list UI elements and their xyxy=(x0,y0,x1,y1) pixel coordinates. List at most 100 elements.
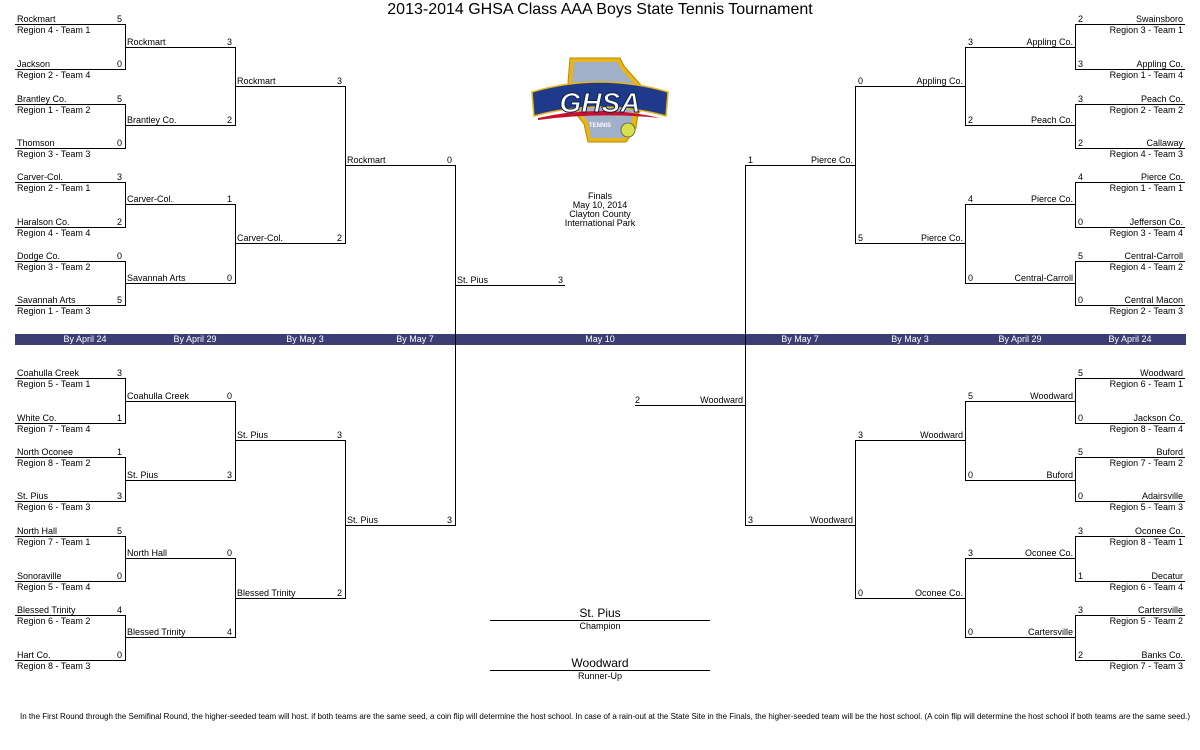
left_r3-score-4: 2 xyxy=(336,588,342,598)
right_r1-line-9 xyxy=(1075,378,1185,379)
right_r1-score-6: 0 xyxy=(1078,217,1084,227)
right_r1-team-7: Central-Carroll xyxy=(1124,251,1183,261)
right_r2-line-1 xyxy=(965,47,1075,48)
right_r2-line-4 xyxy=(965,283,1075,284)
left_r1-seed-11: Region 8 - Team 2 xyxy=(17,458,91,468)
right_r2-score-7: 3 xyxy=(968,548,974,558)
right_r2-score-2: 2 xyxy=(968,115,974,125)
left_r3-team-1: Rockmart xyxy=(237,76,276,86)
left_r1-score-15: 4 xyxy=(116,605,122,615)
right_r2-line-3 xyxy=(965,204,1075,205)
right_r3-team-1: Appling Co. xyxy=(916,76,963,86)
left_r1-team-10: White Co. xyxy=(17,413,57,423)
right_r1-team-5: Pierce Co. xyxy=(1140,172,1183,182)
left_r1-team-12: St. Pius xyxy=(17,491,49,501)
left-final-score: 3 xyxy=(557,275,563,285)
right_r3-team-3: Woodward xyxy=(920,430,963,440)
right_r1-seed-9: Region 6 - Team 1 xyxy=(1109,379,1183,389)
left_r1-line-16 xyxy=(15,660,125,661)
right_r3-score-3: 3 xyxy=(858,430,864,440)
left_r1-seed-9: Region 5 - Team 1 xyxy=(17,379,91,389)
left_r1-score-7: 0 xyxy=(116,251,122,261)
right_r3-team-4: Oconee Co. xyxy=(914,588,963,598)
right_r1-seed-10: Region 8 - Team 4 xyxy=(1109,424,1183,434)
right_r2-score-5: 5 xyxy=(968,391,974,401)
left_r1-seed-14: Region 5 - Team 4 xyxy=(17,582,91,592)
left_r1-score-10: 1 xyxy=(116,413,122,423)
left_r1-line-4 xyxy=(15,148,125,149)
right_r4-line-2 xyxy=(745,525,855,526)
round-date-final: May 10 xyxy=(585,334,615,344)
right_r1-line-7 xyxy=(1075,261,1185,262)
right_r1-line-2 xyxy=(1075,69,1185,70)
right_r2-team-4: Central-Carroll xyxy=(1014,273,1073,283)
left_r4-score-2: 3 xyxy=(446,515,452,525)
right_r1-seed-14: Region 6 - Team 4 xyxy=(1109,582,1183,592)
right_r2-team-1: Appling Co. xyxy=(1026,37,1073,47)
left_r1-line-10 xyxy=(15,423,125,424)
left_r1-score-8: 5 xyxy=(116,295,122,305)
right_r1-line-12 xyxy=(1075,501,1185,502)
right_r1-connector-3 xyxy=(1075,182,1076,228)
right_r1-line-4 xyxy=(1075,148,1185,149)
left_r2-score-8: 4 xyxy=(226,627,232,637)
footer-note: In the First Round through the Semifinal… xyxy=(20,712,1190,721)
right_r1-connector-6 xyxy=(1075,457,1076,502)
right_r1-team-10: Jackson Co. xyxy=(1133,413,1183,423)
right_r2-connector-4 xyxy=(965,558,966,638)
left_r1-line-5 xyxy=(15,182,125,183)
right_r1-score-9: 5 xyxy=(1078,368,1084,378)
right_r1-seed-15: Region 5 - Team 2 xyxy=(1109,616,1183,626)
left_r1-team-5: Carver-Col. xyxy=(17,172,64,182)
right-final-line xyxy=(635,405,745,406)
left_r3-team-2: Carver-Col. xyxy=(237,233,284,243)
right_r2-team-6: Buford xyxy=(1046,470,1073,480)
left_r2-team-2: Brantley Co. xyxy=(127,115,177,125)
champion-label: Champion xyxy=(579,621,621,631)
right_r1-score-5: 4 xyxy=(1078,172,1084,182)
round-date-right-4: By May 7 xyxy=(781,334,819,344)
right_r1-score-4: 2 xyxy=(1078,138,1084,148)
right_r1-score-12: 0 xyxy=(1078,491,1084,501)
right_r1-connector-7 xyxy=(1075,536,1076,582)
right_r1-line-6 xyxy=(1075,227,1185,228)
left_r2-line-6 xyxy=(125,480,235,481)
right_r2-team-3: Pierce Co. xyxy=(1030,194,1073,204)
right_r2-score-6: 0 xyxy=(968,470,974,480)
right_r1-line-10 xyxy=(1075,423,1185,424)
left-final-team: St. Pius xyxy=(457,275,489,285)
right_r4-line-1 xyxy=(745,165,855,166)
right_r1-team-15: Cartersville xyxy=(1137,605,1183,615)
left_r1-seed-15: Region 6 - Team 2 xyxy=(17,616,91,626)
right_r1-team-4: Callaway xyxy=(1146,138,1183,148)
left_r2-team-4: Savannah Arts xyxy=(127,273,186,283)
left_r2-connector-3 xyxy=(235,401,236,481)
finals-venue-line-2: International Park xyxy=(564,218,636,228)
left_r1-score-9: 3 xyxy=(116,368,122,378)
right_r4-team-2: Woodward xyxy=(810,515,853,525)
left_r1-seed-10: Region 7 - Team 4 xyxy=(17,424,91,434)
left_r4-team-2: St. Pius xyxy=(347,515,379,525)
right_r1-score-14: 1 xyxy=(1078,571,1084,581)
left_r3-score-3: 3 xyxy=(336,430,342,440)
right_r1-line-5 xyxy=(1075,182,1185,183)
right_r3-line-4 xyxy=(855,598,965,599)
left_r1-team-15: Blessed Trinity xyxy=(17,605,76,615)
right_r1-score-1: 2 xyxy=(1078,14,1084,24)
left_r2-score-7: 0 xyxy=(226,548,232,558)
left_r1-team-14: Sonoraville xyxy=(17,571,62,581)
right_r2-line-6 xyxy=(965,480,1075,481)
left_r1-team-9: Coahulla Creek xyxy=(17,368,80,378)
left_r1-team-2: Jackson xyxy=(17,59,51,69)
page-title: 2013-2014 GHSA Class AAA Boys State Tenn… xyxy=(387,1,813,18)
left_r2-team-6: St. Pius xyxy=(127,470,159,480)
left_r3-team-3: St. Pius xyxy=(237,430,269,440)
left_r1-line-2 xyxy=(15,69,125,70)
right_r1-connector-8 xyxy=(1075,615,1076,661)
left_r1-team-7: Dodge Co. xyxy=(17,251,61,261)
right_r1-connector-5 xyxy=(1075,378,1076,424)
right_r4-team-1: Pierce Co. xyxy=(810,155,853,165)
round-date-left-1: By April 24 xyxy=(63,334,107,344)
left_r4-score-1: 0 xyxy=(446,155,452,165)
left_r1-team-1: Rockmart xyxy=(17,14,56,24)
